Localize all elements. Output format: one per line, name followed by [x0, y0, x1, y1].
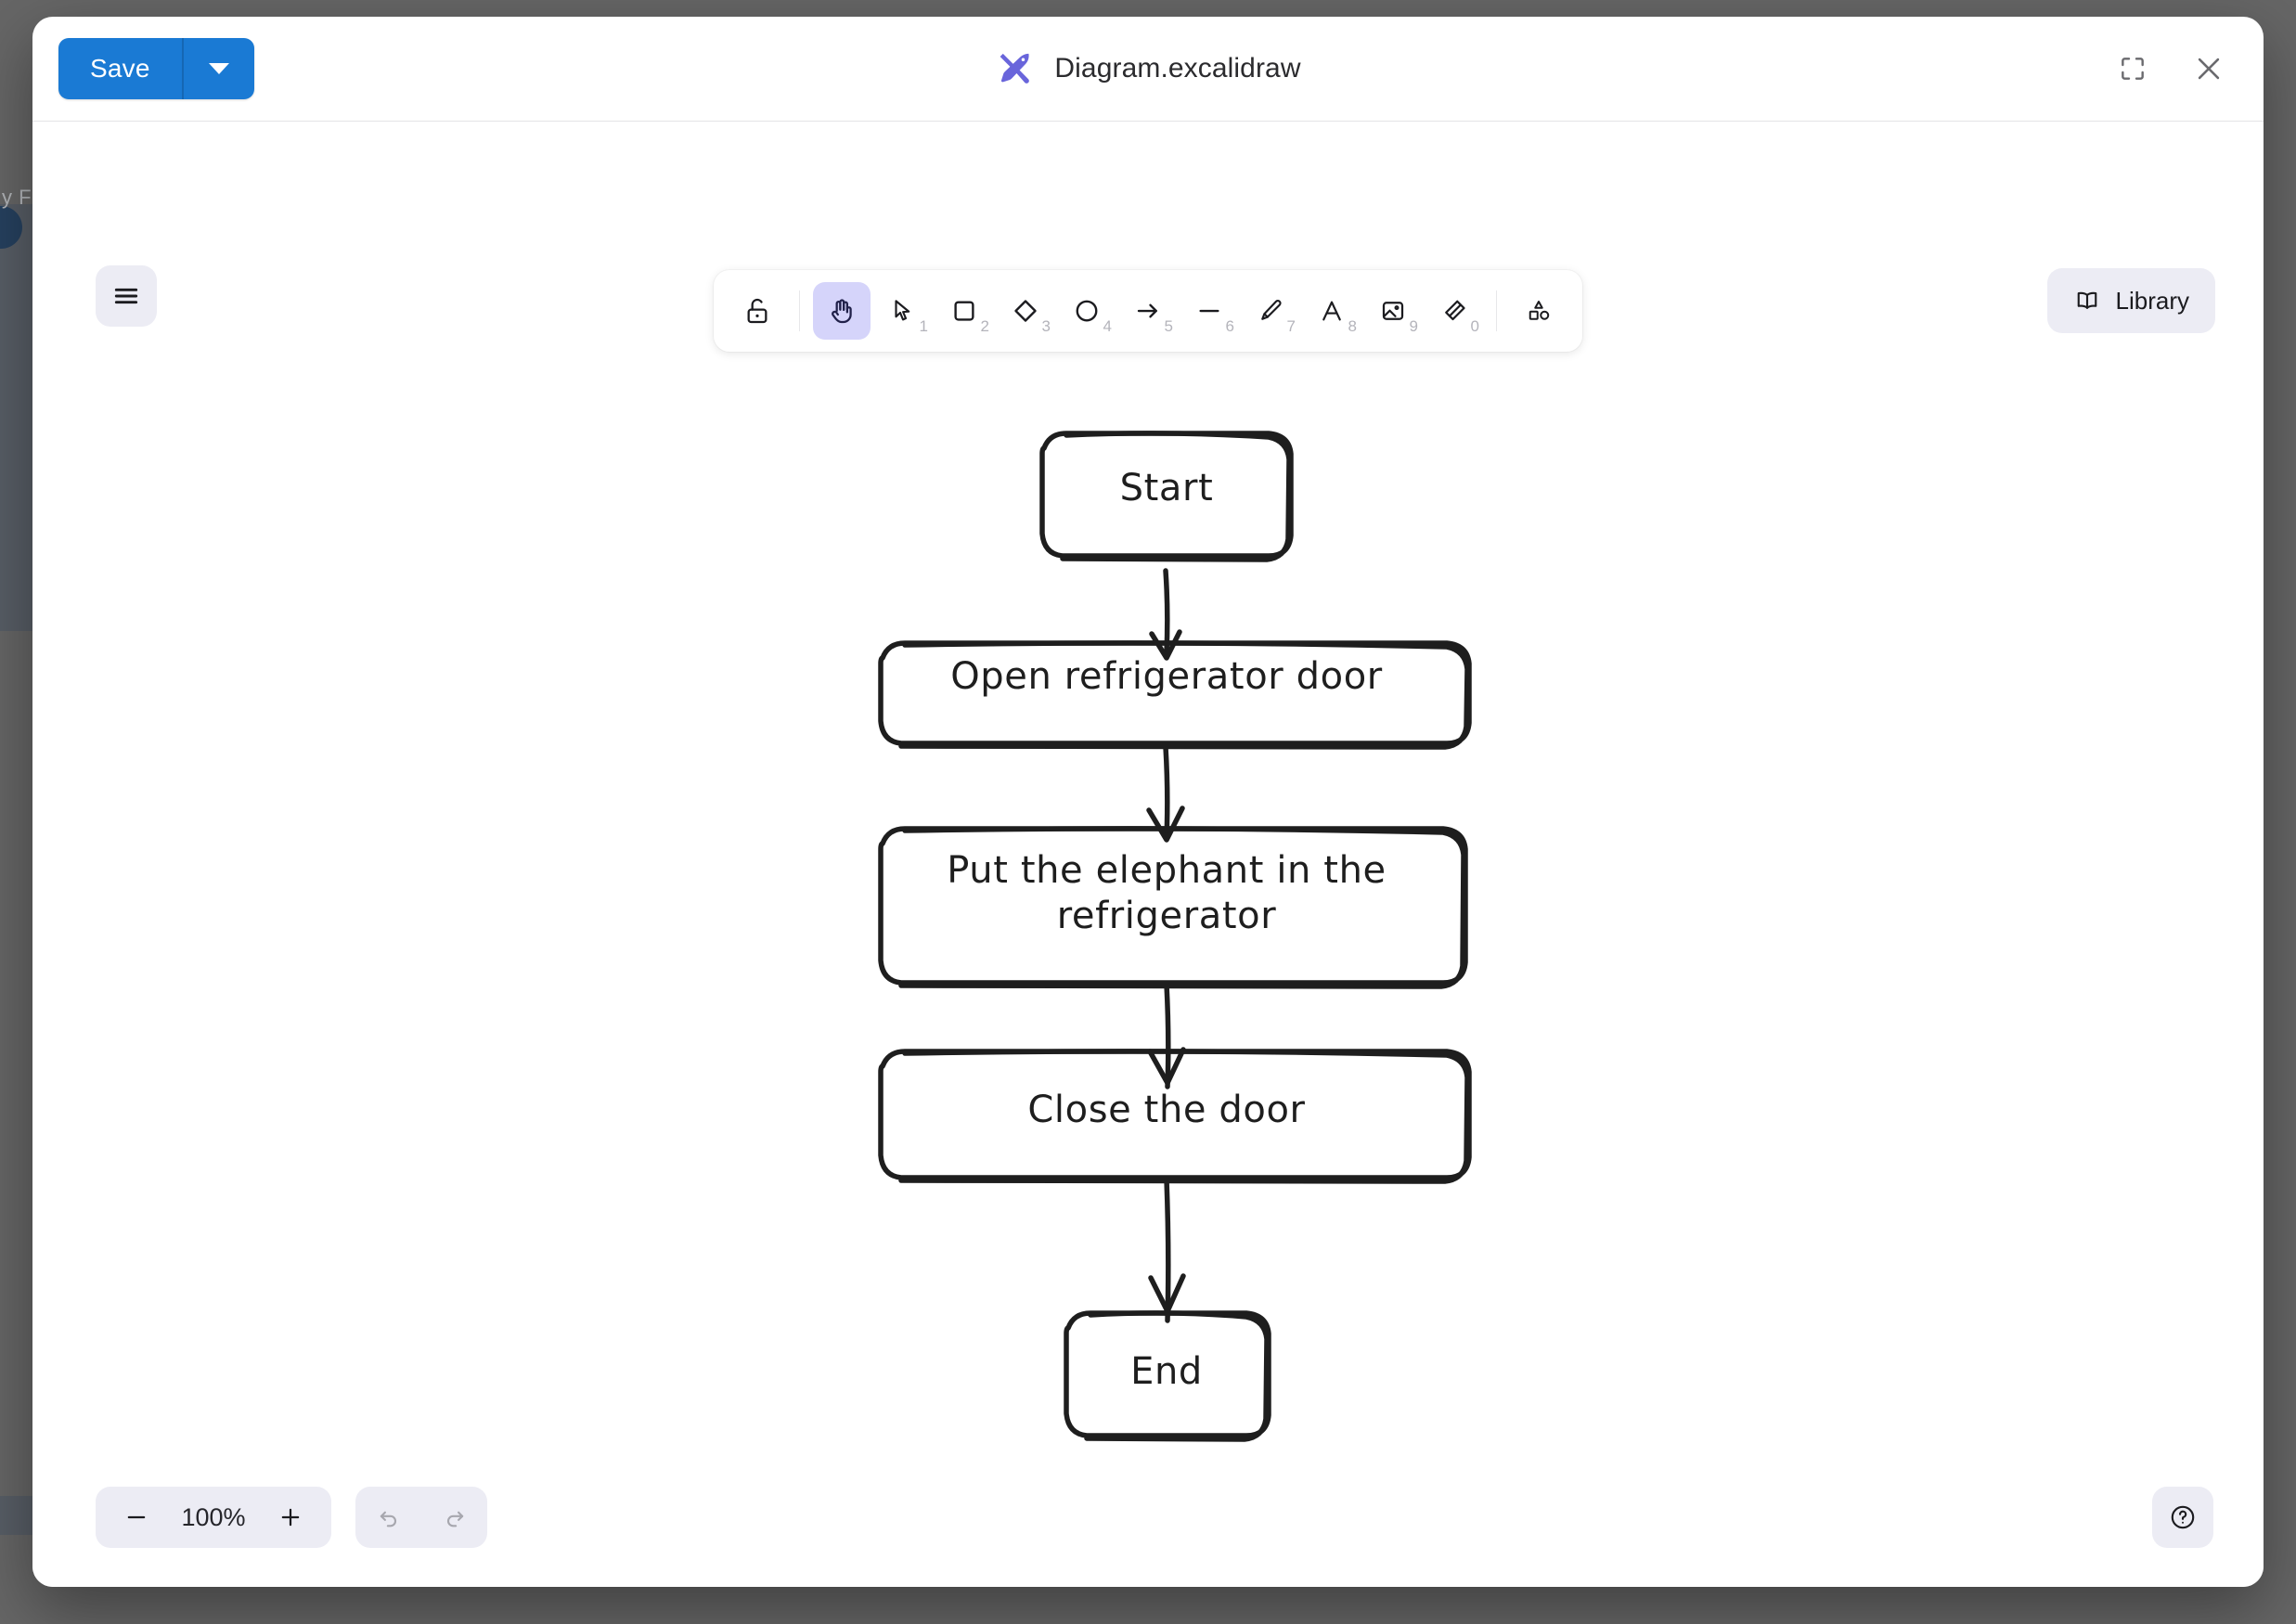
plus-icon — [281, 1508, 300, 1527]
tool-shortcut: 9 — [1409, 317, 1418, 335]
tool-shortcut: 1 — [919, 317, 928, 335]
fullscreen-icon — [2122, 58, 2144, 80]
diamond-icon-button[interactable]: 3 — [997, 282, 1054, 340]
question-mark-icon — [2171, 1505, 2195, 1529]
edge-open-put-head — [1146, 806, 1185, 843]
node-put — [878, 826, 1468, 989]
cursor-icon — [895, 300, 910, 321]
minus-icon — [127, 1515, 146, 1519]
library-button[interactable]: Library — [2046, 268, 2215, 333]
node-start — [1039, 431, 1294, 562]
node-start-label: Start — [1120, 467, 1214, 509]
node-open — [878, 640, 1472, 750]
edge-open-put — [1163, 744, 1170, 841]
help-button[interactable] — [2152, 1487, 2213, 1548]
node-end — [1064, 1310, 1271, 1442]
rectangle-icon-button[interactable]: 2 — [935, 282, 993, 340]
flowchart-diagram: Start Open refrigerator door Put the ele… — [32, 122, 2264, 1587]
background-partial-label: y F — [2, 186, 32, 209]
hamburger-menu-button[interactable] — [96, 265, 157, 327]
tools-toolbar[interactable]: 1 2 3 4 — [714, 270, 1582, 352]
node-close-label: Close the door — [1027, 1089, 1305, 1131]
tool-shortcut: 7 — [1286, 317, 1296, 335]
line-icon-button[interactable]: 6 — [1180, 282, 1238, 340]
undo-button[interactable] — [364, 1495, 414, 1540]
book-icon — [2077, 291, 2096, 309]
edge-put-close — [1164, 982, 1171, 1089]
node-put-label-line1: Put the elephant in the — [947, 849, 1387, 892]
lock-icon-button[interactable] — [729, 282, 786, 340]
tool-shortcut: 3 — [1041, 317, 1051, 335]
history-controls[interactable] — [355, 1487, 487, 1548]
canvas-area[interactable]: Start Open refrigerator door Put the ele… — [32, 122, 2264, 1587]
rectangle-icon — [954, 301, 974, 321]
hand-icon-button[interactable] — [813, 282, 871, 340]
tool-shortcut: 4 — [1103, 317, 1112, 335]
excalidraw-window: Save Diagram.excalidraw — [32, 17, 2264, 1587]
hand-icon — [832, 299, 852, 324]
ellipse-icon — [1076, 300, 1098, 322]
node-open-label: Open refrigerator door — [950, 655, 1383, 698]
toolbar-divider-2 — [1496, 290, 1497, 331]
window-title-group: Diagram.excalidraw — [32, 17, 2264, 121]
save-divider — [181, 38, 184, 99]
window-controls — [2111, 47, 2230, 90]
close-button[interactable] — [2187, 47, 2230, 90]
chevron-down-icon — [208, 63, 229, 74]
image-icon — [1382, 302, 1404, 320]
diamond-icon — [1014, 300, 1037, 322]
edge-close-end — [1164, 1177, 1171, 1323]
zoom-level-value[interactable]: 100% — [181, 1502, 246, 1531]
node-end-label: End — [1130, 1350, 1203, 1393]
tool-shortcut: 8 — [1348, 317, 1357, 335]
window-titlebar: Save Diagram.excalidraw — [32, 17, 2264, 122]
zoom-out-button[interactable] — [116, 1497, 157, 1538]
page-title: Diagram.excalidraw — [1054, 53, 1301, 84]
pencil-icon — [1261, 300, 1282, 320]
tool-shortcut: 6 — [1225, 317, 1234, 335]
arrow-icon — [1137, 303, 1157, 318]
ellipse-icon-button[interactable]: 4 — [1058, 282, 1116, 340]
redo-icon — [446, 1511, 463, 1527]
excalidraw-logo-icon — [1000, 53, 1030, 84]
save-button[interactable]: Save — [58, 38, 182, 99]
shapes-icon — [1529, 301, 1550, 320]
pencil-icon-button[interactable]: 7 — [1242, 282, 1299, 340]
eraser-icon-button[interactable]: 0 — [1425, 282, 1483, 340]
save-button-group[interactable]: Save — [58, 38, 254, 99]
tool-shortcut: 2 — [980, 317, 989, 335]
arrow-icon-button[interactable]: 5 — [1119, 282, 1177, 340]
text-icon-button[interactable]: 8 — [1303, 282, 1361, 340]
text-icon — [1322, 301, 1341, 321]
node-close — [878, 1049, 1472, 1184]
cursor-icon-button[interactable]: 1 — [874, 282, 932, 340]
tool-shortcut: 0 — [1470, 317, 1479, 335]
edge-put-close-head — [1147, 1047, 1186, 1086]
save-dropdown-button[interactable] — [184, 38, 254, 99]
undo-icon — [380, 1511, 396, 1527]
toolbar-divider — [799, 290, 800, 331]
fullscreen-button[interactable] — [2111, 47, 2154, 90]
redo-button[interactable] — [430, 1495, 480, 1540]
eraser-icon — [1445, 300, 1465, 321]
close-icon — [2198, 58, 2220, 80]
shapes-icon-button[interactable] — [1510, 282, 1567, 340]
library-label: Library — [2115, 286, 2189, 315]
hamburger-menu-icon — [114, 288, 138, 304]
zoom-controls[interactable]: 100% — [96, 1487, 331, 1548]
zoom-in-button[interactable] — [270, 1497, 311, 1538]
image-icon-button[interactable]: 9 — [1364, 282, 1422, 340]
lock-icon — [747, 298, 767, 324]
edge-start-open — [1163, 568, 1170, 655]
node-put-label-line2: refrigerator — [1057, 895, 1277, 937]
tool-shortcut: 5 — [1164, 317, 1173, 335]
line-icon — [1199, 309, 1219, 313]
